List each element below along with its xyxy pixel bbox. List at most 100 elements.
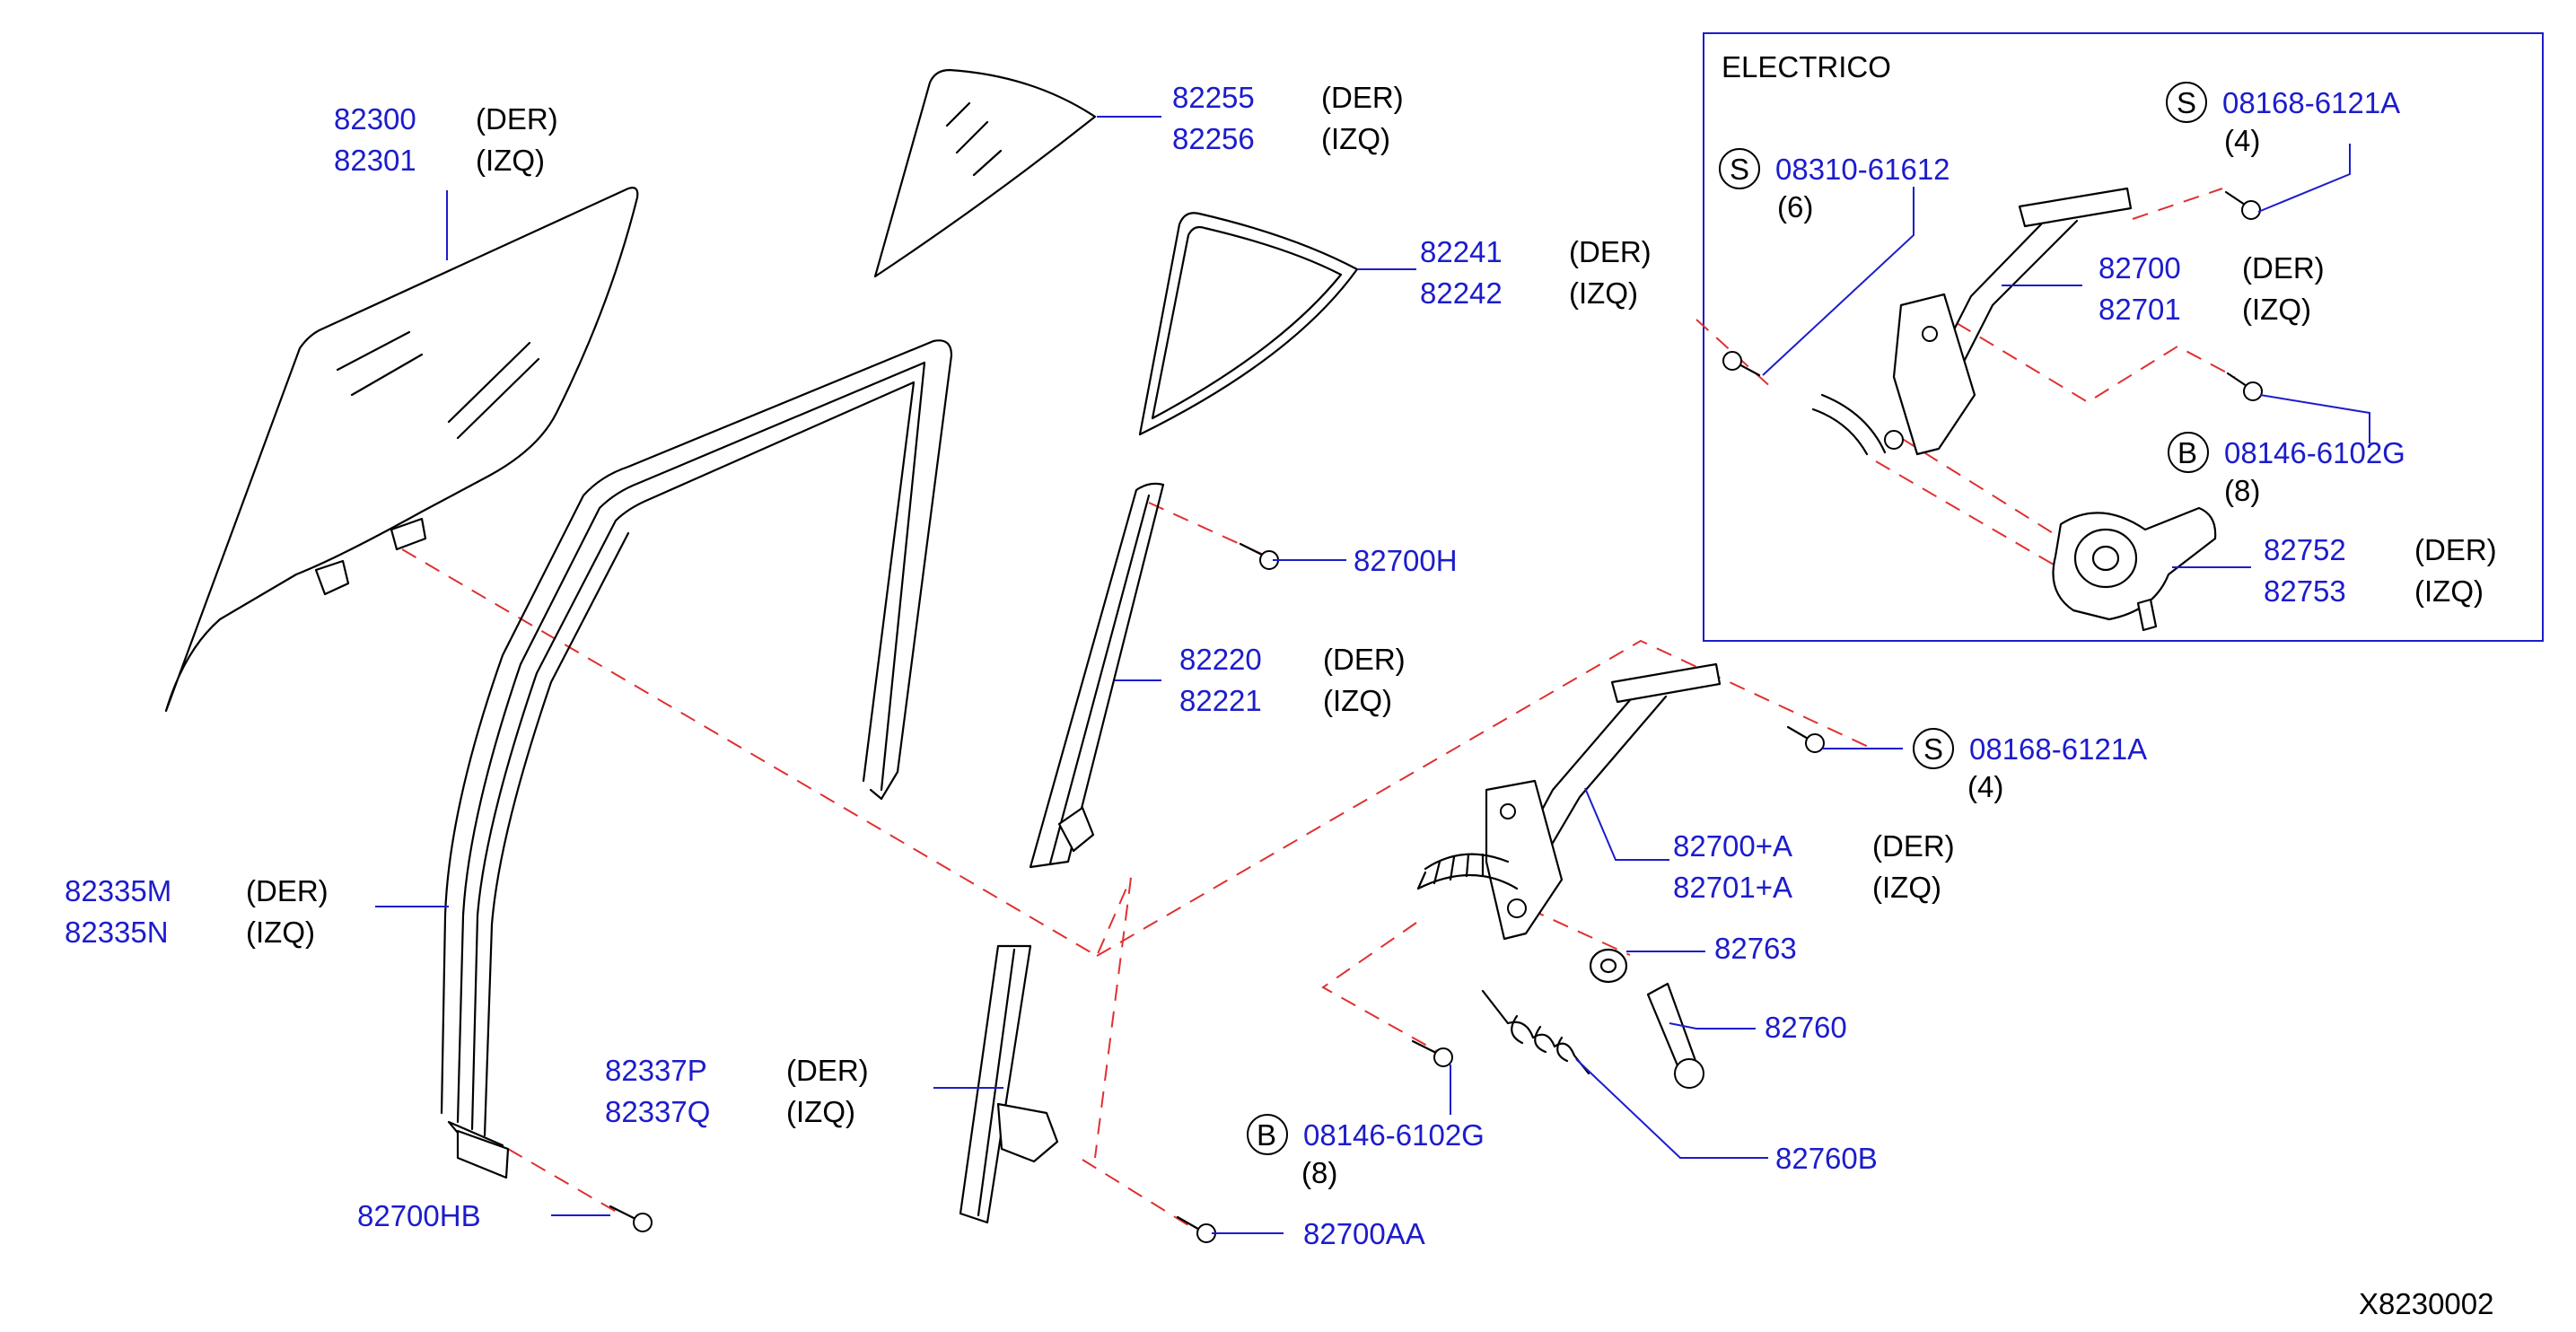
part-label-82701A[interactable]: 82701+A (IZQ) bbox=[1673, 871, 1941, 904]
part-number[interactable]: 82760B bbox=[1775, 1142, 1878, 1175]
part-number[interactable]: 82700AA bbox=[1303, 1217, 1425, 1250]
part-label-82337Q[interactable]: 82337Q (IZQ) bbox=[605, 1095, 855, 1128]
door-glass-drawing bbox=[164, 187, 639, 713]
part-label-82301[interactable]: 82301 (IZQ) bbox=[334, 144, 545, 177]
part-number[interactable]: 82752 bbox=[2264, 533, 2346, 566]
part-label-82221[interactable]: 82221 (IZQ) bbox=[1179, 684, 1392, 717]
diagram-code: X8230002 bbox=[2359, 1287, 2493, 1320]
part-label-82701-electric[interactable]: 82701 (IZQ) bbox=[2098, 293, 2311, 326]
part-label-82700HB[interactable]: 82700HB bbox=[357, 1199, 481, 1232]
part-number[interactable]: 82763 bbox=[1714, 932, 1797, 965]
side-indicator: (IZQ) bbox=[786, 1095, 855, 1128]
prefix-letter: S bbox=[1730, 153, 1749, 186]
bolt-08168-electric bbox=[2224, 190, 2261, 220]
part-label-82763[interactable]: 82763 bbox=[1714, 932, 1797, 965]
part-number[interactable]: 82241 bbox=[1420, 235, 1503, 268]
part-label-82700AA[interactable]: 82700AA bbox=[1303, 1217, 1425, 1250]
electric-regulator-drawing bbox=[1811, 187, 2133, 456]
part-label-82760[interactable]: 82760 bbox=[1765, 1011, 1847, 1044]
part-number[interactable]: 82242 bbox=[1420, 276, 1503, 310]
part-number[interactable]: 08168-6121A bbox=[2222, 86, 2400, 119]
part-number[interactable]: 82221 bbox=[1179, 684, 1262, 717]
part-number[interactable]: 82700H bbox=[1354, 544, 1458, 577]
quantity: (8) bbox=[2224, 474, 2260, 507]
part-number[interactable]: 08168-6121A bbox=[1969, 732, 2147, 766]
part-label-82337P[interactable]: 82337P (DER) bbox=[605, 1054, 869, 1087]
part-number[interactable]: 82300 bbox=[334, 102, 416, 136]
side-indicator: (IZQ) bbox=[476, 144, 545, 177]
spring-drawing bbox=[1481, 989, 1590, 1075]
part-label-82255[interactable]: 82255 (DER) bbox=[1172, 81, 1404, 114]
washer-drawing bbox=[1589, 948, 1628, 984]
part-label-08168-electric[interactable]: S 08168-6121A (4) bbox=[2166, 82, 2400, 157]
part-number[interactable]: 82337P bbox=[605, 1054, 707, 1087]
part-number[interactable]: 82701 bbox=[2098, 293, 2181, 326]
part-label-82300[interactable]: 82300 (DER) bbox=[334, 102, 558, 136]
manual-regulator-drawing bbox=[1416, 662, 1722, 941]
rear-channel-drawing bbox=[1029, 482, 1165, 869]
part-number[interactable]: 82760 bbox=[1765, 1011, 1847, 1044]
part-label-82220[interactable]: 82220 (DER) bbox=[1179, 643, 1406, 676]
part-number[interactable]: 08146-6102G bbox=[1303, 1118, 1485, 1152]
quarter-seal-drawing bbox=[1138, 212, 1359, 436]
side-indicator: (IZQ) bbox=[1569, 276, 1638, 310]
side-indicator: (DER) bbox=[246, 874, 329, 907]
side-indicator: (IZQ) bbox=[1321, 122, 1390, 155]
part-label-82242[interactable]: 82242 (IZQ) bbox=[1420, 276, 1638, 310]
bolts bbox=[609, 190, 2263, 1243]
bolt-08146-electric bbox=[2226, 372, 2263, 401]
prefix-circle bbox=[1247, 1114, 1288, 1155]
part-label-82256[interactable]: 82256 (IZQ) bbox=[1172, 122, 1390, 155]
part-number[interactable]: 82301 bbox=[334, 144, 416, 177]
part-number[interactable]: 82701+A bbox=[1673, 871, 1792, 904]
part-label-08146-electric[interactable]: B 08146-6102G (8) bbox=[2168, 432, 2405, 507]
prefix-circle bbox=[1913, 728, 1954, 769]
part-number[interactable]: 82335N bbox=[65, 916, 169, 949]
assembly-dashed-lines bbox=[401, 188, 2236, 1235]
part-label-82700-electric[interactable]: 82700 (DER) bbox=[2098, 251, 2325, 285]
part-number[interactable]: 82256 bbox=[1172, 122, 1255, 155]
part-number[interactable]: 08146-6102G bbox=[2224, 436, 2405, 469]
part-label-82335N[interactable]: 82335N (IZQ) bbox=[65, 916, 315, 949]
part-number[interactable]: 82700 bbox=[2098, 251, 2181, 285]
inset-title: ELECTRICO bbox=[1722, 50, 1891, 83]
part-number[interactable]: 82753 bbox=[2264, 574, 2346, 608]
part-label-82241[interactable]: 82241 (DER) bbox=[1420, 235, 1652, 268]
door-frame-seal-drawing bbox=[440, 339, 953, 1179]
part-number[interactable]: 08310-61612 bbox=[1775, 153, 1950, 186]
part-label-82753[interactable]: 82753 (IZQ) bbox=[2264, 574, 2484, 608]
part-label-82335M[interactable]: 82335M (DER) bbox=[65, 874, 329, 907]
side-indicator: (IZQ) bbox=[246, 916, 315, 949]
side-indicator: (IZQ) bbox=[2414, 574, 2484, 608]
front-channel-drawing bbox=[959, 944, 1059, 1224]
part-number[interactable]: 82255 bbox=[1172, 81, 1255, 114]
part-label-82760B[interactable]: 82760B bbox=[1775, 1142, 1878, 1175]
quantity: (6) bbox=[1777, 190, 1813, 223]
side-indicator: (DER) bbox=[2242, 251, 2325, 285]
side-indicator: (DER) bbox=[1321, 81, 1404, 114]
bolt-82700H bbox=[1239, 542, 1279, 570]
quantity: (4) bbox=[1967, 770, 2003, 803]
side-indicator: (IZQ) bbox=[1323, 684, 1392, 717]
prefix-circle bbox=[2168, 432, 2209, 473]
part-number[interactable]: 82220 bbox=[1179, 643, 1262, 676]
part-number[interactable]: 82700HB bbox=[357, 1199, 481, 1232]
part-number[interactable]: 82335M bbox=[65, 874, 171, 907]
part-label-08310-electric[interactable]: S 08310-61612 (6) bbox=[1719, 148, 1950, 223]
side-indicator: (IZQ) bbox=[2242, 293, 2311, 326]
part-label-08168-main[interactable]: S 08168-6121A (4) bbox=[1913, 728, 2147, 803]
part-label-82700A[interactable]: 82700+A (DER) bbox=[1673, 829, 1955, 863]
side-indicator: (DER) bbox=[476, 102, 558, 136]
quantity: (8) bbox=[1301, 1156, 1337, 1189]
part-label-82752[interactable]: 82752 (DER) bbox=[2264, 533, 2497, 566]
bolt-08310-electric bbox=[1722, 351, 1761, 377]
part-label-08146-main[interactable]: B 08146-6102G (8) bbox=[1247, 1114, 1485, 1189]
prefix-letter: B bbox=[2177, 436, 2197, 469]
part-label-82700H[interactable]: 82700H bbox=[1354, 544, 1458, 577]
part-number[interactable]: 82337Q bbox=[605, 1095, 710, 1128]
leader-lines bbox=[375, 116, 2370, 1234]
part-number[interactable]: 82700+A bbox=[1673, 829, 1792, 863]
electrico-inset-frame bbox=[1703, 32, 2544, 642]
prefix-circle bbox=[1719, 148, 1760, 189]
